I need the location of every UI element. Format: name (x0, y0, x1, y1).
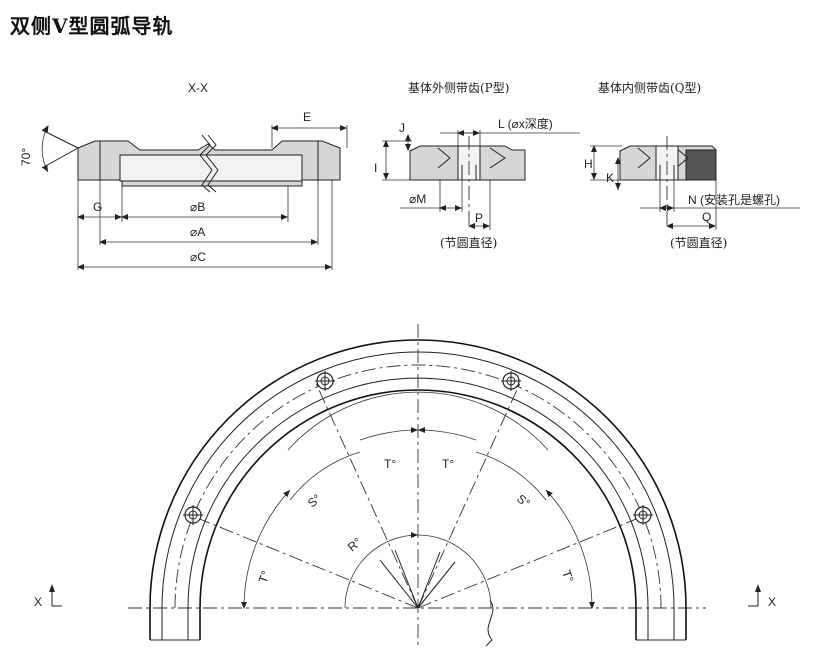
angle-arc (41, 125, 49, 173)
dim-A: ⌀A (190, 225, 205, 239)
label-T-right-top: T° (442, 457, 454, 471)
label-R: R° (345, 535, 364, 555)
section-mark-right: X (748, 584, 776, 609)
dim-C: ⌀C (190, 250, 206, 264)
q-type-title: 基体内侧带齿(Q型) (598, 81, 701, 95)
mounting-hole-3 (183, 505, 203, 525)
label-T-left-bottom: T° (256, 569, 273, 585)
dim-H: H (584, 157, 593, 171)
mounting-hole-2 (501, 371, 521, 391)
ring-inner-chamfer (187, 377, 649, 640)
p-type-view: 基体外侧带齿(P型) L (⌀x深度) J I ⌀M P (节圆直径) (374, 81, 580, 250)
plan-view: T° T° S° S° R° T° T° X X (34, 324, 776, 647)
section-view: X-X 70° E G ⌀B ⌀A ⌀C (19, 81, 348, 270)
label-X-right: X (768, 595, 776, 609)
p-type-caption: (节圆直径) (440, 236, 497, 250)
dim-B: ⌀B (190, 200, 205, 214)
q-type-view: 基体内侧带齿(Q型) H K N (安装孔是螺孔) Q (节圆直径) (584, 81, 800, 250)
dim-K: K (606, 171, 614, 185)
q-type-teeth (685, 149, 717, 181)
q-type-caption: (节圆直径) (670, 236, 727, 250)
label-X-left: X (34, 595, 42, 609)
label-S-left: S° (305, 491, 324, 510)
dim-N: N (安装孔是螺孔) (688, 192, 780, 207)
mounting-hole-1 (315, 371, 335, 391)
label-S-right: S° (514, 492, 533, 511)
ring-outer (149, 339, 687, 640)
dim-I: I (374, 161, 377, 175)
dim-M: ⌀M (409, 192, 426, 206)
ring-outer-chamfer (161, 351, 675, 640)
page-title: 双侧V型圆弧导轨 (10, 14, 174, 38)
break-symbol (485, 599, 494, 647)
section-break-mark (199, 134, 213, 193)
dim-J: J (399, 121, 405, 135)
dim-L: L (⌀x深度) (498, 116, 553, 131)
label-T-left-top: T° (384, 457, 396, 471)
section-angle-label: 70° (19, 148, 33, 166)
dim-G: G (93, 200, 102, 214)
dim-E: E (303, 110, 311, 124)
p-type-title: 基体外侧带齿(P型) (408, 81, 509, 95)
label-T-right-bottom: T° (559, 568, 576, 584)
ring-inner (199, 389, 637, 640)
section-title: X-X (188, 81, 208, 95)
mounting-hole-4 (633, 505, 653, 525)
dim-P: P (475, 211, 483, 225)
section-mark-left: X (34, 584, 62, 609)
pitch-circle (174, 364, 662, 609)
dim-Q: Q (702, 210, 711, 224)
